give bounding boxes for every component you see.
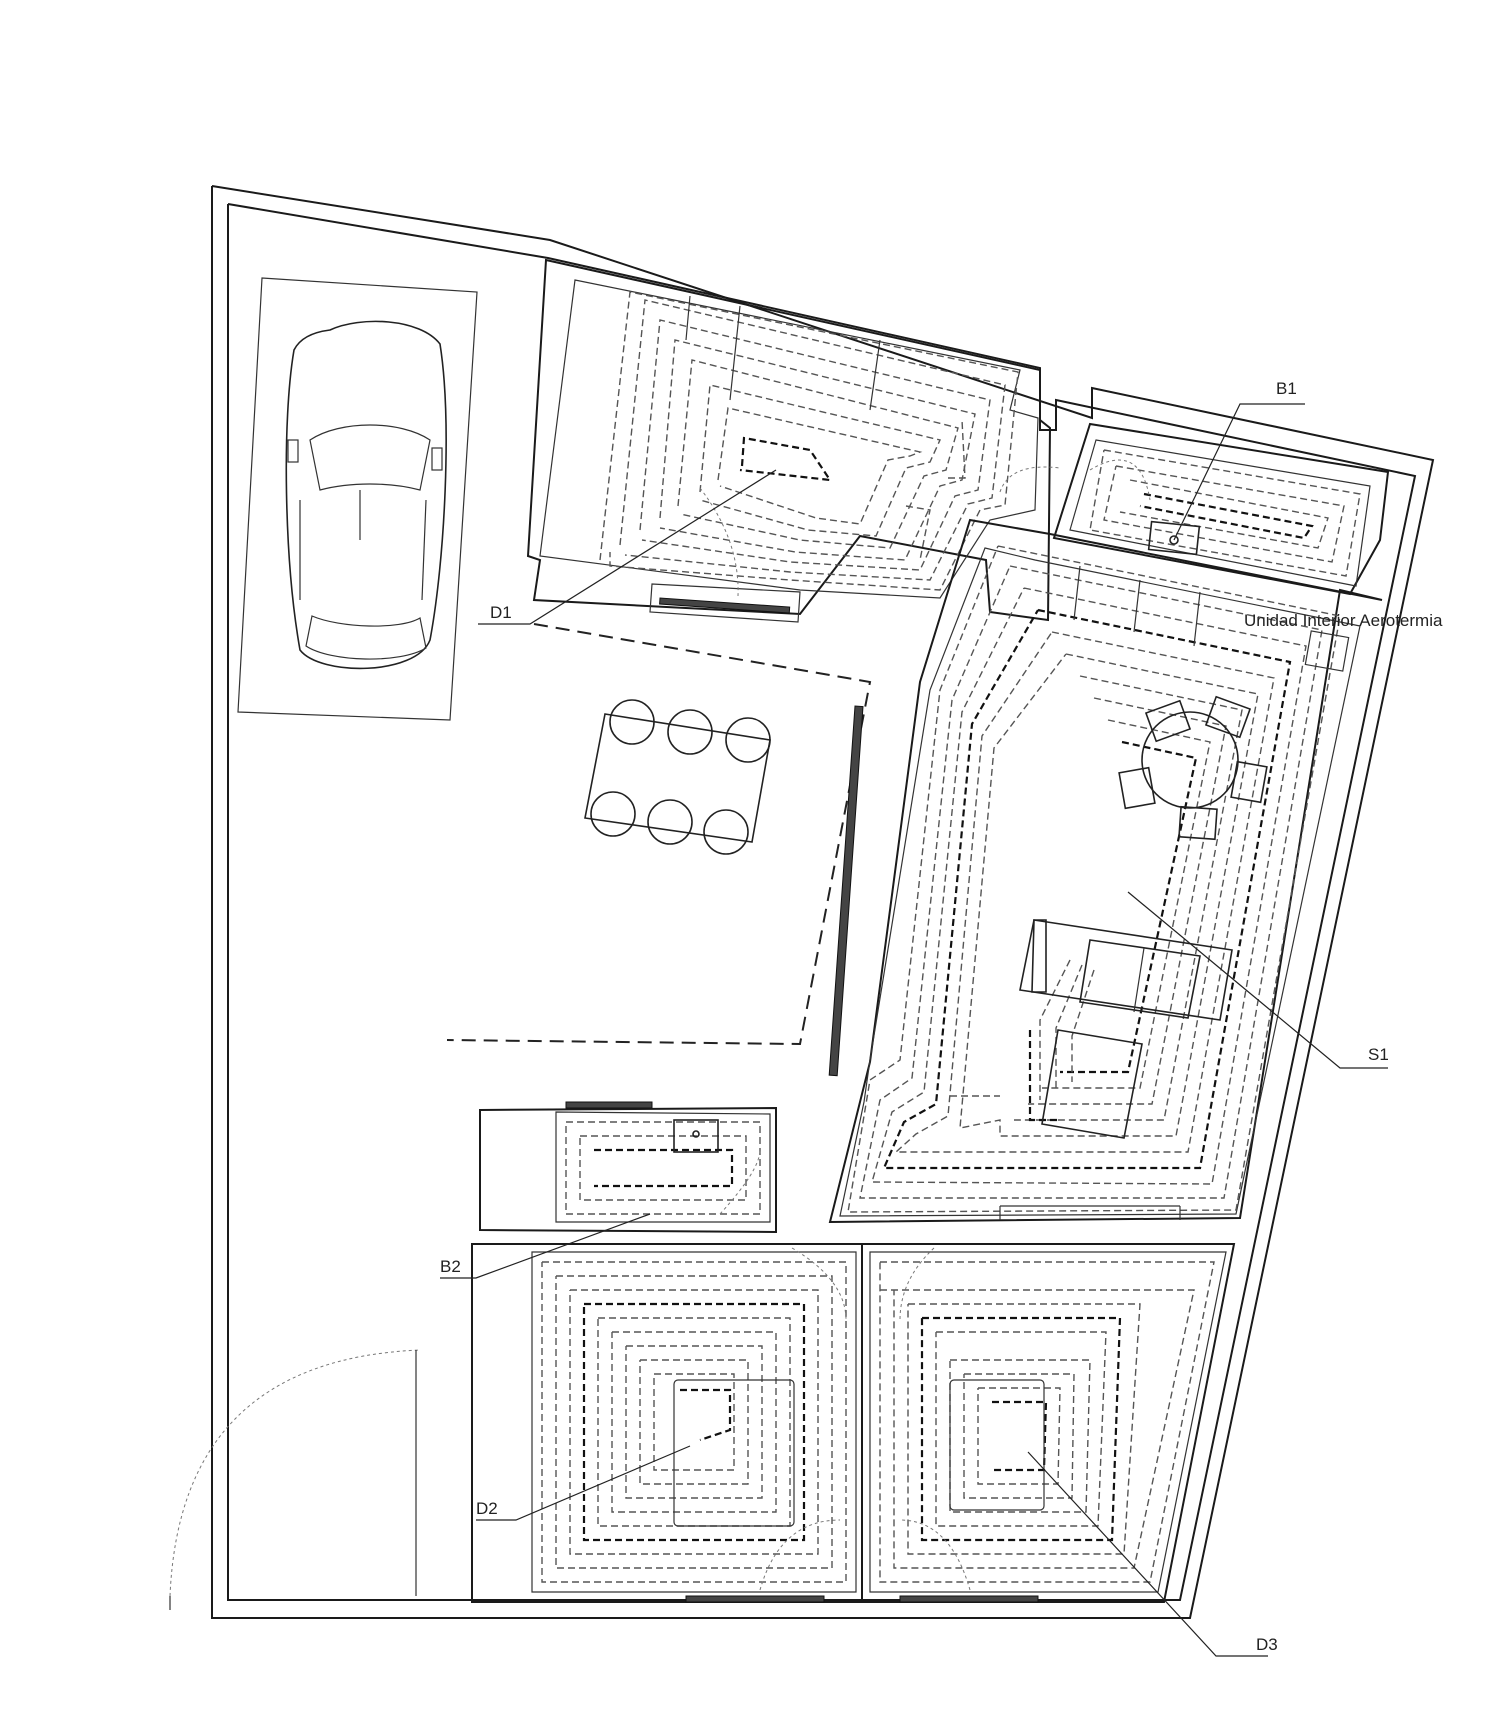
sofa-icon bbox=[1019, 919, 1233, 1139]
door-swing-b1 bbox=[999, 466, 1061, 493]
underfloor-heating-s1 bbox=[847, 545, 1341, 1220]
underfloor-heating-d1 bbox=[599, 291, 1019, 591]
underfloor-heating-d2 bbox=[541, 1261, 847, 1583]
label-d3: D3 bbox=[1256, 1635, 1278, 1654]
site-boundary bbox=[211, 185, 1435, 1619]
window-d1 bbox=[649, 583, 801, 623]
door-swing-d1 bbox=[699, 487, 739, 597]
room-s1 bbox=[828, 518, 1383, 1224]
door-swing-d3b bbox=[899, 1247, 935, 1321]
door-swing-d2b bbox=[791, 1247, 847, 1321]
label-d2: D2 bbox=[476, 1499, 498, 1518]
door-swing-d2 bbox=[759, 1519, 841, 1591]
room-d3 bbox=[861, 1243, 1236, 1603]
room-d1 bbox=[526, 258, 1052, 622]
label-b2: B2 bbox=[440, 1257, 461, 1276]
room-d2 bbox=[471, 1243, 863, 1603]
sink-icon bbox=[1147, 520, 1201, 556]
room-b1 bbox=[1052, 422, 1390, 596]
underfloor-heating-d3 bbox=[879, 1261, 1215, 1583]
door-swing-b1b bbox=[1089, 459, 1151, 501]
underfloor-heating-b2 bbox=[565, 1121, 761, 1215]
unit-aerotermia bbox=[1304, 630, 1350, 672]
label-b1: B1 bbox=[1276, 379, 1297, 398]
underfloor-heating-b1 bbox=[1089, 449, 1361, 577]
label-unit-aerotermia: Unidad Interior Aerotermia bbox=[1244, 611, 1443, 630]
door-swing-b2 bbox=[719, 1149, 761, 1215]
sink-icon bbox=[673, 1119, 719, 1153]
label-d1: D1 bbox=[490, 603, 512, 622]
parking-bay bbox=[237, 277, 478, 721]
round-table-icon bbox=[1118, 695, 1268, 841]
door-swing-d3 bbox=[899, 1519, 971, 1591]
entrance-gate bbox=[169, 1349, 421, 1610]
car-icon bbox=[285, 320, 447, 670]
leader-lines bbox=[440, 403, 1388, 1657]
courtyard bbox=[446, 623, 872, 1046]
dining-table-icon bbox=[584, 699, 771, 855]
room-b2 bbox=[479, 1101, 777, 1234]
label-s1: S1 bbox=[1368, 1045, 1389, 1064]
